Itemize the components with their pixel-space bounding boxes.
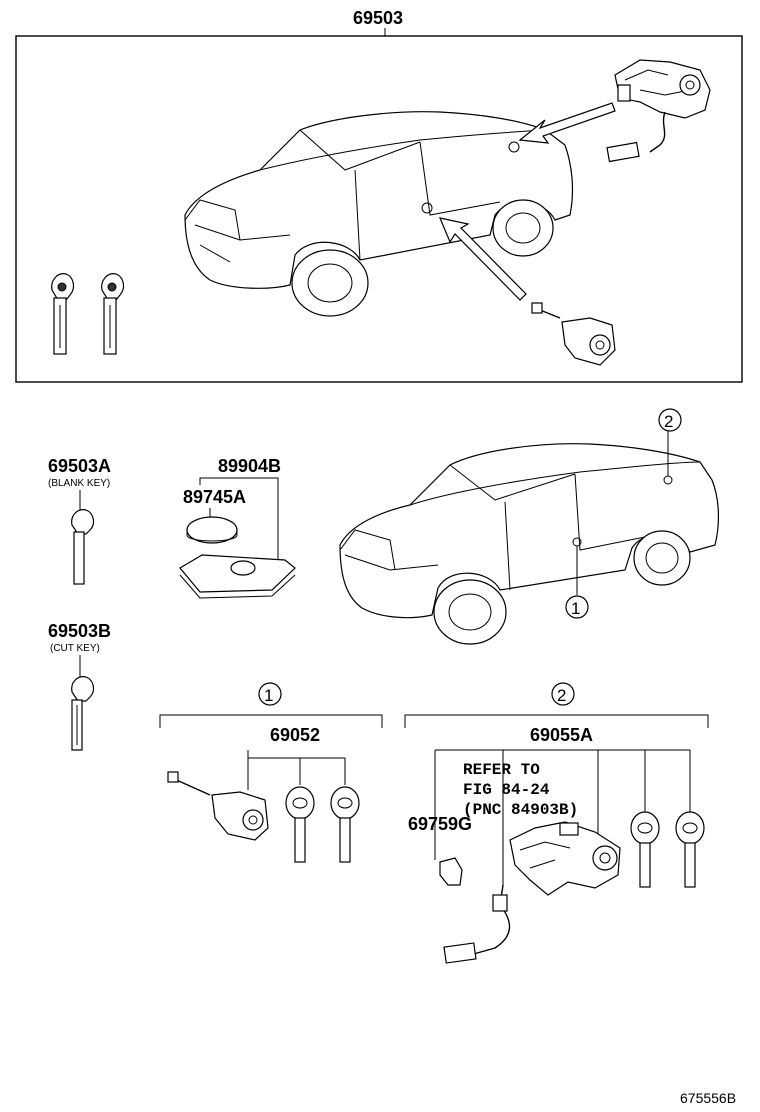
key-69052-2 — [330, 786, 360, 863]
leader-69055A — [434, 749, 691, 885]
remote-key-fob — [179, 554, 296, 599]
label-89904B[interactable]: 89904B — [218, 456, 281, 476]
figure-id: 675556B — [680, 1090, 736, 1106]
leader-89904B — [199, 477, 279, 560]
key-top-1 — [51, 273, 75, 355]
ignition-switch-harness — [443, 884, 511, 964]
callout-circle-1 — [565, 595, 589, 619]
label-69503A[interactable]: 69503A — [48, 456, 111, 476]
blank-key — [71, 509, 95, 585]
refer-note-line3: (PNC 84903B) — [463, 801, 578, 819]
refer-note-line2: FIG 84-24 — [463, 781, 550, 799]
group-1-label[interactable]: 1 — [264, 686, 273, 705]
key-69052-1 — [285, 786, 315, 863]
arrow-to-ignition — [518, 102, 616, 144]
group-2-circle — [551, 682, 575, 706]
ignition-cylinder-bottom — [509, 821, 621, 896]
door-cylinder-bottom — [167, 771, 269, 841]
clip-69759G — [439, 857, 463, 886]
key-69055A-1 — [630, 811, 660, 888]
leader-69052 — [247, 750, 346, 790]
group-1-circle — [258, 682, 282, 706]
label-69503B[interactable]: 69503B — [48, 621, 111, 641]
key-top-2 — [101, 273, 125, 355]
refer-note-line1: REFER TO — [463, 761, 540, 779]
callout-2[interactable]: 2 — [664, 412, 673, 431]
group-2-bracket — [404, 714, 709, 728]
car-illustration-bottom — [339, 443, 720, 645]
label-89745A[interactable]: 89745A — [183, 487, 246, 507]
assembly-box — [15, 35, 743, 383]
label-69503[interactable]: 69503 — [353, 8, 403, 28]
note-blank-key: (BLANK KEY) — [48, 478, 110, 489]
label-69759G[interactable]: 69759G — [408, 814, 472, 834]
battery — [186, 516, 238, 544]
note-cut-key: (CUT KEY) — [50, 643, 100, 654]
callout-circle-2 — [658, 408, 682, 432]
label-69052[interactable]: 69052 — [270, 725, 320, 745]
car-illustration-top — [184, 111, 574, 317]
group-2-label[interactable]: 2 — [557, 686, 566, 705]
key-69055A-2 — [675, 811, 705, 888]
cut-key — [71, 676, 95, 751]
label-69055A[interactable]: 69055A — [530, 725, 593, 745]
ignition-cylinder-top — [606, 59, 711, 163]
group-1-bracket — [159, 714, 383, 728]
door-cylinder-top — [531, 302, 616, 366]
callout-1[interactable]: 1 — [571, 599, 580, 618]
arrow-to-door-cylinder — [439, 217, 527, 301]
